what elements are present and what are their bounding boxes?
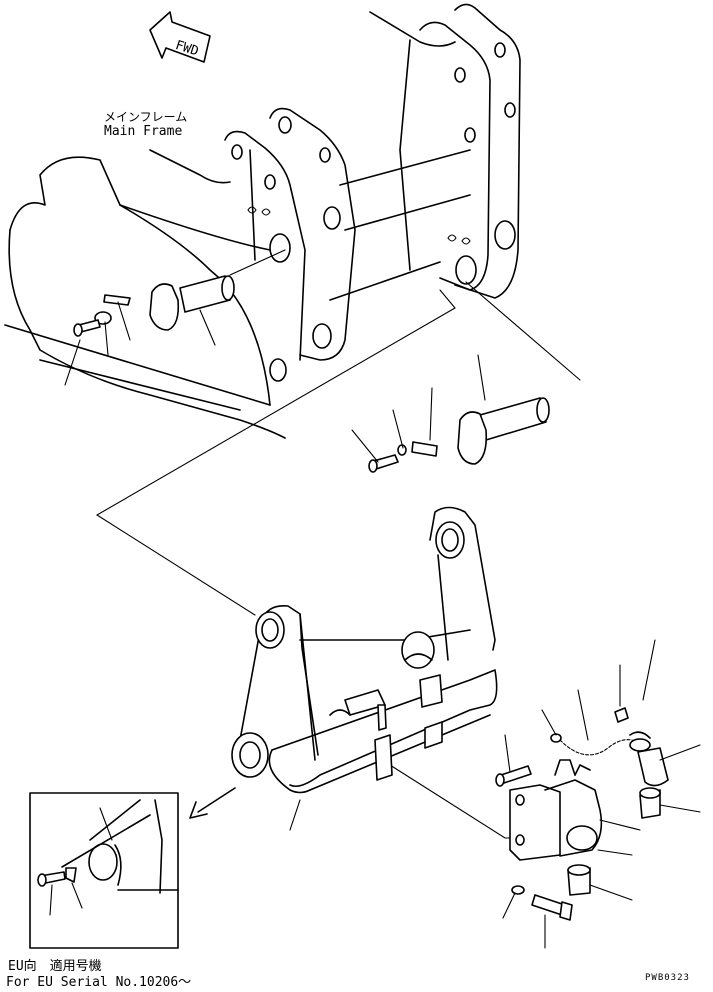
eu-label-jp: EU向 適用号機	[8, 959, 102, 974]
eu-detail-inset	[29, 792, 179, 949]
detail-arrow-icon	[189, 787, 236, 819]
upper-pin-installed	[73, 275, 235, 337]
drawbar-frame	[231, 506, 498, 794]
drawing-code: PWB0323	[645, 973, 690, 983]
loose-pin-group	[351, 354, 550, 473]
main-frame-label-en: Main Frame	[104, 124, 183, 139]
fwd-arrow-icon	[149, 11, 211, 63]
leader-lines	[64, 249, 581, 839]
hitch-assembly	[495, 639, 701, 949]
main-frame-label-jp: メインフレーム	[104, 110, 188, 124]
eu-label-en: For EU Serial No.10206～	[6, 975, 192, 990]
main-frame	[4, 3, 521, 439]
